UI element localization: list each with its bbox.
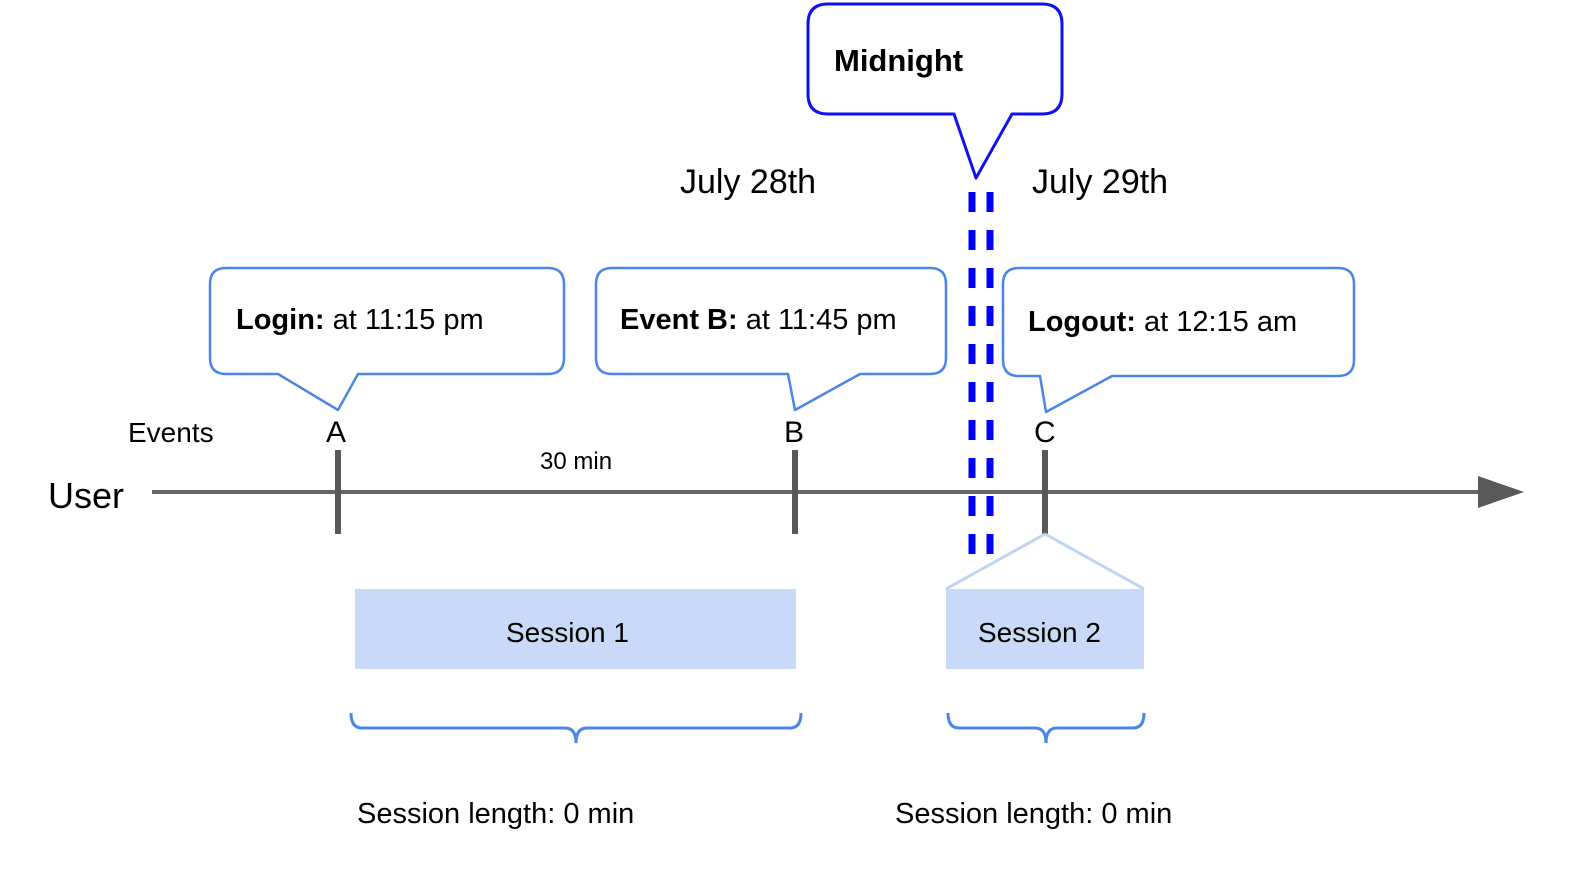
eventb-callout-shape [594,266,948,412]
session-2-label: Session 2 [978,617,1101,648]
logout-callout-bold: Logout: [1028,306,1136,338]
session-1-brace [349,712,803,744]
event-tick-marks [335,450,1048,534]
midnight-divider-lines [968,192,994,570]
session-1-length-label: Session length: 0 min [357,798,635,830]
logout-callout-text: Logout: at 12:15 am [1028,308,1297,337]
events-axis-label: Events [128,417,214,448]
midnight-callout-shape [806,2,1064,180]
eventb-callout-bold: Event B: [620,304,738,336]
date-label-july-28: July 28th [680,163,817,201]
login-callout-bold: Login: [236,304,325,336]
session-1-box [355,589,796,669]
event-marker-b: B [784,416,805,449]
eventb-callout-rest: at 11:45 pm [737,304,897,336]
login-callout-text: Login: at 11:15 pm [236,306,484,335]
session-2-length-label: Session length: 0 min [895,798,1173,830]
user-axis-label: User [48,475,125,516]
session-1-label: Session 1 [506,617,629,648]
logout-callout-shape [1001,266,1356,414]
event-marker-a: A [326,416,347,449]
midnight-label: Midnight [834,43,964,78]
date-label-july-29: July 29th [1032,163,1169,201]
login-callout-shape [208,266,566,412]
session-2-box [945,532,1145,669]
logout-callout-rest: at 12:15 am [1135,306,1298,338]
eventb-callout-text: Event B: at 11:45 pm [620,306,897,335]
interval-duration-label: 30 min [540,448,613,475]
session-2-brace [946,712,1146,744]
login-callout-rest: at 11:15 pm [324,304,484,336]
timeline-axis [152,476,1524,508]
event-marker-c: C [1034,416,1056,449]
